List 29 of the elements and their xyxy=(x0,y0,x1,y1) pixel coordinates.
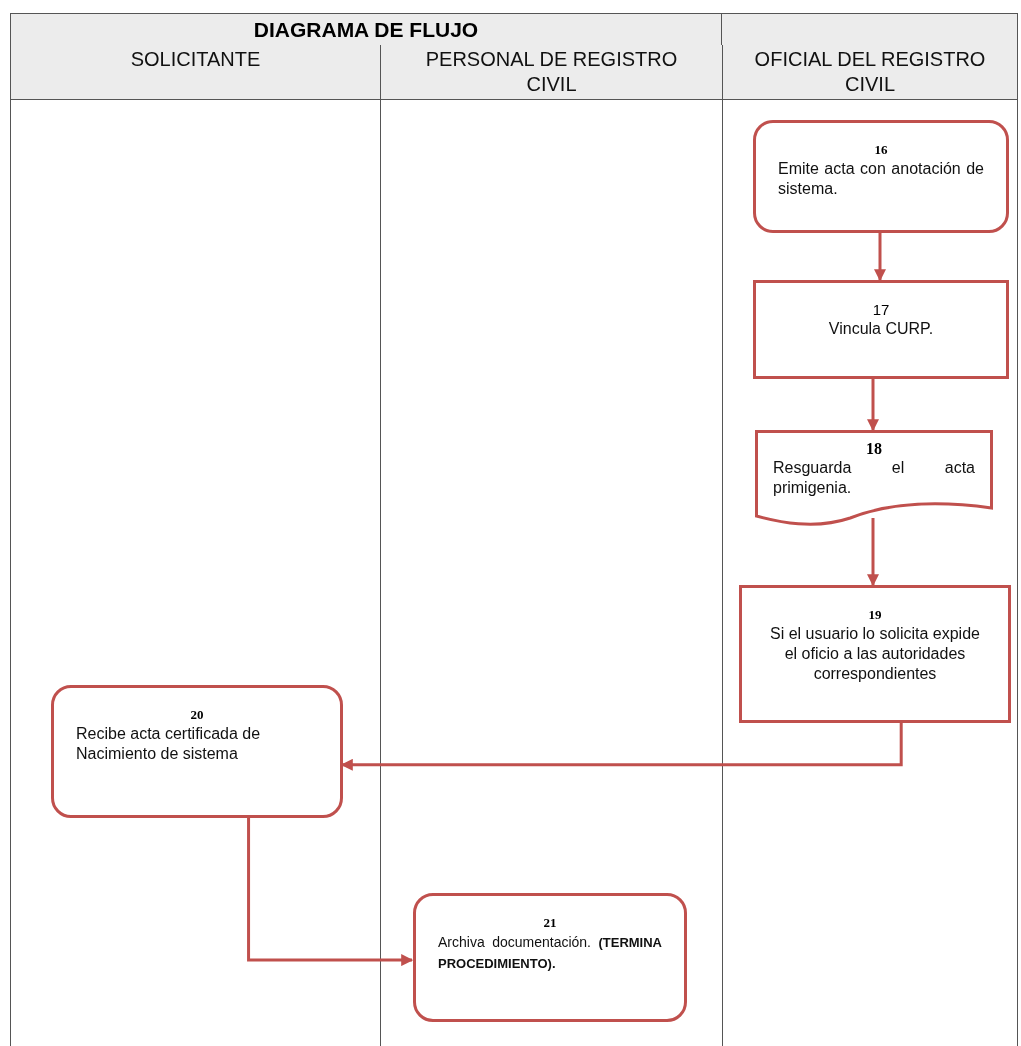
step-number: 16 xyxy=(874,141,888,159)
arrow xyxy=(340,723,903,771)
arrow xyxy=(867,379,879,432)
arrow xyxy=(874,233,886,282)
lane-title: OFICIAL DEL REGISTRO CIVIL xyxy=(753,47,987,97)
process-box xyxy=(51,685,343,818)
lane-title: SOLICITANTE xyxy=(129,47,262,72)
process-box xyxy=(739,585,1011,723)
lane-title: PERSONAL DE REGISTRO CIVIL xyxy=(424,47,679,97)
swimlane xyxy=(380,45,722,1046)
process-box xyxy=(413,893,687,1022)
arrow xyxy=(247,818,414,967)
step-text: Recibe acta certificada de Nacimiento de sistema xyxy=(76,724,262,764)
step-text: Emite acta con anotación de sistema. xyxy=(778,159,984,199)
step-text: Si el usuario lo solicita expide el oficio a las autoridades correspondientes xyxy=(769,624,981,684)
diagram-title: DIAGRAMA DE FLUJO xyxy=(253,17,479,42)
step-number: 20 xyxy=(190,706,204,724)
process-box xyxy=(753,120,1009,233)
step-number: 21 xyxy=(543,914,557,932)
process-box xyxy=(753,280,1009,379)
swimlane xyxy=(10,45,380,1046)
step-number: 19 xyxy=(868,606,882,624)
arrow xyxy=(867,518,879,587)
step-text: Archiva documentación. (TERMINA PROCEDIMIENTO). xyxy=(438,933,662,973)
step-text: Vincula CURP. xyxy=(827,319,935,339)
step-number: 18 xyxy=(866,440,882,458)
step-text: Resguarda el acta primigenia. xyxy=(773,458,975,498)
swimlane xyxy=(722,45,1018,1046)
step-number: 17 xyxy=(872,301,890,319)
